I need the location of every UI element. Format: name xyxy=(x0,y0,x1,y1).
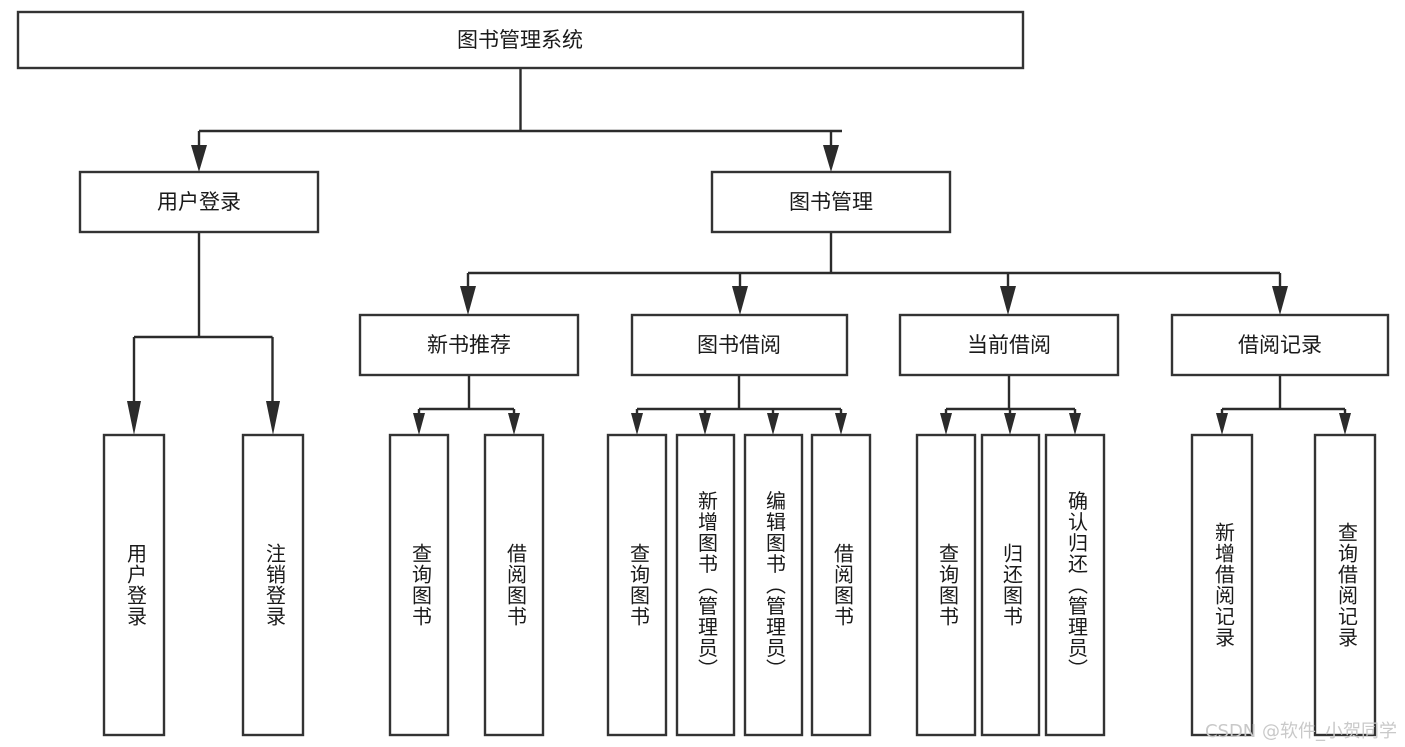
node-query-borrow-record[interactable]: 查询借阅记录 xyxy=(1313,433,1377,737)
node-edit-book-label: 编辑图书（管理员） xyxy=(763,490,787,679)
arrowhead-login xyxy=(127,401,141,435)
node-return-book-box[interactable] xyxy=(980,433,1041,737)
node-edit-book-box[interactable] xyxy=(743,433,804,737)
node-return-book[interactable]: 归还图书 xyxy=(980,433,1041,737)
node-borrow-record-box[interactable] xyxy=(1170,313,1390,377)
node-query-borrow-record-label: 查询借阅记录 xyxy=(1335,522,1359,648)
node-query-book-3[interactable]: 查询图书 xyxy=(915,433,977,737)
node-new-book-recommend-box[interactable] xyxy=(358,313,580,377)
arrowhead-edit-book xyxy=(767,413,779,435)
node-query-book-2-label: 查询图书 xyxy=(627,543,651,627)
node-new-book-recommend-label: 新书推荐 xyxy=(427,333,511,357)
node-root-box[interactable] xyxy=(16,10,1025,70)
node-root[interactable]: 图书管理系统 xyxy=(16,10,1025,70)
edge-layer xyxy=(127,68,1351,435)
node-add-borrow-record-box[interactable] xyxy=(1190,433,1254,737)
node-user-login[interactable]: 用户登录 xyxy=(78,170,320,234)
node-logout-label: 注销登录 xyxy=(263,543,287,627)
node-query-book-1[interactable]: 查询图书 xyxy=(388,433,450,737)
node-book-borrow-label: 图书借阅 xyxy=(697,333,781,357)
node-borrow-book-1-box[interactable] xyxy=(483,433,545,737)
arrowhead-query-book-1 xyxy=(413,413,425,435)
node-user-login-box[interactable] xyxy=(78,170,320,234)
arrowhead-query-borrow-record xyxy=(1339,413,1351,435)
node-book-manage-label: 图书管理 xyxy=(789,190,873,214)
node-book-manage[interactable]: 图书管理 xyxy=(710,170,952,234)
node-logout-box[interactable] xyxy=(241,433,305,737)
node-borrow-book-1[interactable]: 借阅图书 xyxy=(483,433,545,737)
node-confirm-return-label: 确认归还（管理员） xyxy=(1065,490,1089,679)
node-layer: 图书管理系统 用户登录 图书管理 新书推荐 图书借阅 xyxy=(16,10,1390,737)
node-book-borrow[interactable]: 图书借阅 xyxy=(630,313,849,377)
node-borrow-record[interactable]: 借阅记录 xyxy=(1170,313,1390,377)
arrowhead-return-book xyxy=(1004,413,1016,435)
arrowhead-book-manage xyxy=(823,145,839,172)
node-login-box[interactable] xyxy=(102,433,166,737)
arrowhead-confirm-return xyxy=(1069,413,1081,435)
node-add-book-label: 新增图书（管理员） xyxy=(695,490,719,679)
node-current-borrow-label: 当前借阅 xyxy=(967,333,1051,357)
node-query-book-2-box[interactable] xyxy=(606,433,668,737)
node-current-borrow[interactable]: 当前借阅 xyxy=(898,313,1120,377)
node-add-book-box[interactable] xyxy=(675,433,736,737)
arrowhead-borrow-book-2 xyxy=(835,413,847,435)
node-confirm-return[interactable]: 确认归还（管理员） xyxy=(1044,433,1106,737)
node-borrow-book-2-label: 借阅图书 xyxy=(831,543,855,627)
csdn-watermark: CSDN @软件_小贺同学 xyxy=(1204,721,1397,742)
arrowhead-new-book-recommend xyxy=(460,286,476,315)
node-query-book-3-box[interactable] xyxy=(915,433,977,737)
arrowhead-user-login xyxy=(191,145,207,172)
node-confirm-return-box[interactable] xyxy=(1044,433,1106,737)
arrowhead-add-borrow-record xyxy=(1216,413,1228,435)
node-user-login-label: 用户登录 xyxy=(157,190,241,214)
node-query-book-1-box[interactable] xyxy=(388,433,450,737)
arrowhead-add-book xyxy=(699,413,711,435)
node-root-label: 图书管理系统 xyxy=(457,28,583,52)
node-borrow-book-1-label: 借阅图书 xyxy=(504,543,528,627)
node-borrow-record-label: 借阅记录 xyxy=(1238,333,1322,357)
arrowhead-query-book-2 xyxy=(631,413,643,435)
node-add-borrow-record[interactable]: 新增借阅记录 xyxy=(1190,433,1254,737)
node-query-book-1-label: 查询图书 xyxy=(409,543,433,627)
node-edit-book[interactable]: 编辑图书（管理员） xyxy=(743,433,804,737)
node-return-book-label: 归还图书 xyxy=(1000,543,1024,627)
arrowhead-logout xyxy=(266,401,280,435)
arrowhead-book-borrow xyxy=(732,286,748,315)
node-add-book[interactable]: 新增图书（管理员） xyxy=(675,433,736,737)
node-logout[interactable]: 注销登录 xyxy=(241,433,305,737)
node-add-borrow-record-label: 新增借阅记录 xyxy=(1212,522,1236,648)
node-book-manage-box[interactable] xyxy=(710,170,952,234)
arrowhead-borrow-book-1 xyxy=(508,413,520,435)
node-login[interactable]: 用户登录 xyxy=(102,433,166,737)
node-query-book-2[interactable]: 查询图书 xyxy=(606,433,668,737)
node-borrow-book-2[interactable]: 借阅图书 xyxy=(810,433,872,737)
node-borrow-book-2-box[interactable] xyxy=(810,433,872,737)
node-book-borrow-box[interactable] xyxy=(630,313,849,377)
node-login-label: 用户登录 xyxy=(124,543,148,627)
arrowhead-current-borrow xyxy=(1000,286,1016,315)
node-current-borrow-box[interactable] xyxy=(898,313,1120,377)
arrowhead-query-book-3 xyxy=(940,413,952,435)
node-new-book-recommend[interactable]: 新书推荐 xyxy=(358,313,580,377)
node-query-borrow-record-box[interactable] xyxy=(1313,433,1377,737)
arrowhead-borrow-record xyxy=(1272,286,1288,315)
node-query-book-3-label: 查询图书 xyxy=(936,543,960,627)
